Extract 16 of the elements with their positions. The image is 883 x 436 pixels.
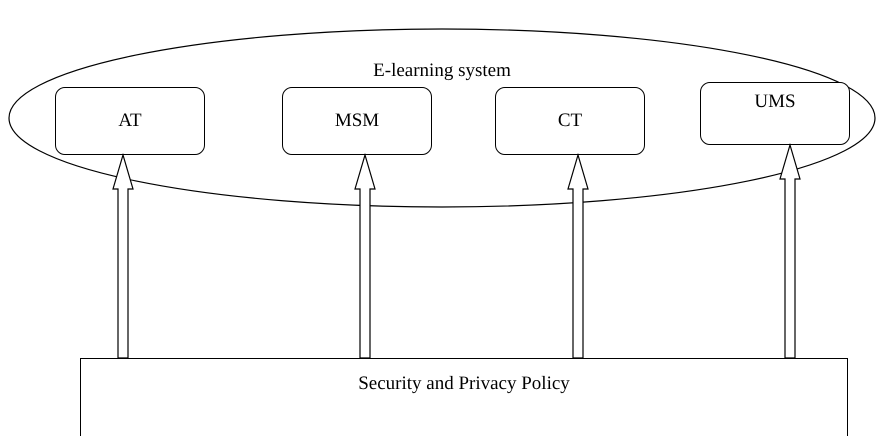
node-label: CT <box>556 110 584 132</box>
module-box <box>495 87 645 155</box>
hollow-arrow <box>779 142 801 359</box>
node-label: Security and Privacy Policy <box>357 373 571 395</box>
hollow-arrow <box>112 152 134 359</box>
system-ellipse <box>8 28 876 208</box>
policy-box <box>80 358 848 436</box>
hollow-arrow <box>567 152 589 359</box>
hollow-arrow <box>354 152 376 359</box>
node-label: AT <box>117 110 143 132</box>
module-box <box>282 87 432 155</box>
module-box <box>700 82 850 145</box>
node-label: MSM <box>334 110 380 132</box>
module-box <box>55 87 205 155</box>
node-label: UMS <box>753 91 797 113</box>
node-label: E-learning system <box>372 60 512 82</box>
